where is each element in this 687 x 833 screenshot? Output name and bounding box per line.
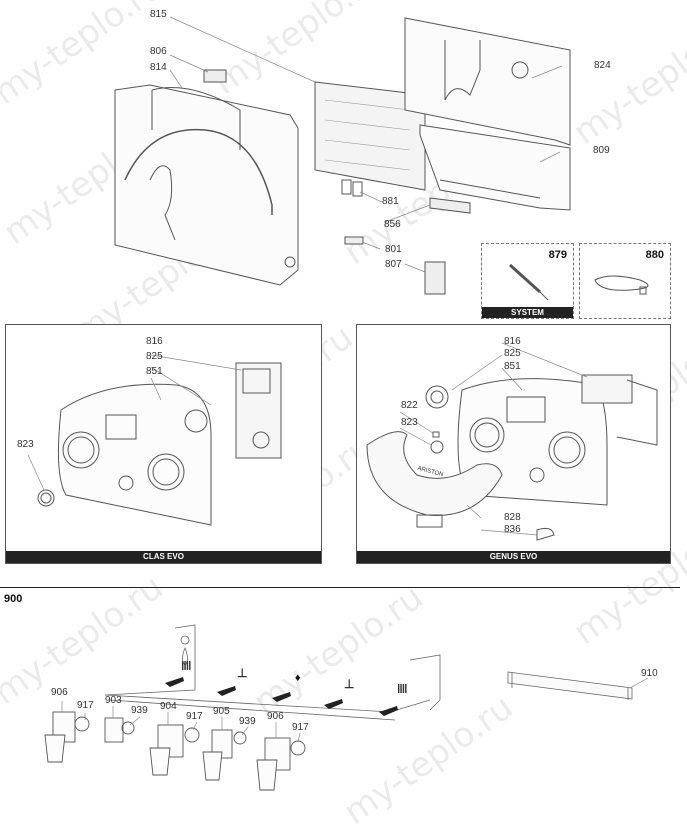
part-label-823: 823 (401, 417, 418, 428)
part-label-851: 851 (504, 361, 521, 372)
part-label-904: 904 (160, 701, 177, 712)
part-label-816: 816 (146, 336, 163, 347)
kit-number-879: 879 (548, 249, 567, 261)
panel-caption-clas-evo: CLAS EVO (6, 551, 321, 563)
part-label-807: 807 (385, 259, 402, 270)
part-label-906: 906 (267, 711, 284, 722)
genus-evo-control-panel-drawing (366, 342, 658, 541)
part-label-917: 917 (292, 722, 309, 733)
part-label-825: 825 (504, 348, 521, 359)
section-title-900: 900 (4, 593, 23, 605)
part-label-917: 917 (77, 700, 94, 711)
panel-genus-evo: 816 825 851 822 823 828 836 ARISTON GENU… (356, 324, 671, 564)
part-label-939: 939 (239, 716, 256, 727)
part-label-825: 825 (146, 351, 163, 362)
kit-caption-system: SYSTEM (482, 307, 573, 318)
part-label-828: 828 (504, 512, 521, 523)
gas-flame-icon: ♦ (295, 672, 301, 684)
part-label-856: 856 (384, 219, 401, 230)
part-label-809: 809 (593, 145, 610, 156)
heating-icon: ǀǀǀǀ (397, 682, 407, 696)
kit-box-879: 879 SYSTEM (481, 243, 574, 319)
part-label-905: 905 (213, 706, 230, 717)
clas-evo-control-panel-drawing (27, 354, 282, 526)
part-label-836: 836 (504, 524, 521, 535)
part-label-815: 815 (150, 9, 167, 20)
panel-clas-evo: 816 825 851 823 CLAS EVO (5, 324, 322, 564)
section-divider (0, 587, 680, 588)
kit-number-880: 880 (645, 249, 664, 261)
panel-caption-genus-evo: GENUS EVO (357, 551, 670, 563)
part-label-906: 906 (51, 687, 68, 698)
kit-box-880: 880 (579, 243, 671, 319)
part-label-910: 910 (641, 668, 658, 679)
part-label-824: 824 (594, 60, 611, 71)
heating-icon: ǀǀǀǀ (181, 659, 191, 673)
part-label-822: 822 (401, 400, 418, 411)
top-parts-drawing (114, 16, 649, 301)
tap-icon: ⊥ (344, 677, 355, 691)
part-label-823: 823 (17, 439, 34, 450)
part-label-816: 816 (504, 336, 521, 347)
part-label-939: 939 (131, 705, 148, 716)
tap-icon: ⊥ (237, 666, 248, 680)
part-label-917: 917 (186, 711, 203, 722)
part-label-814: 814 (150, 62, 167, 73)
valve-kit-drawing (44, 624, 649, 791)
part-label-801: 801 (385, 244, 402, 255)
part-label-851: 851 (146, 366, 163, 377)
part-label-881: 881 (382, 196, 399, 207)
part-label-903: 903 (105, 695, 122, 706)
part-label-806: 806 (150, 46, 167, 57)
